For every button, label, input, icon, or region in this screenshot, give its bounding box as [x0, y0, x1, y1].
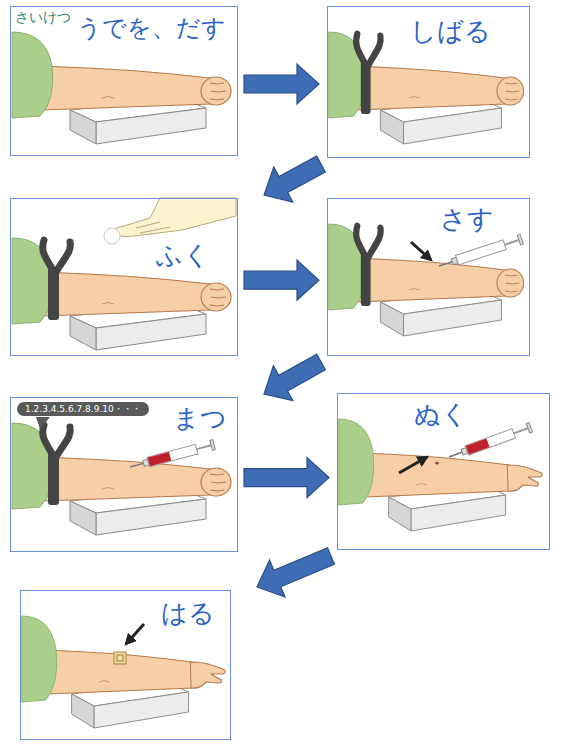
step-panel: ぬく — [337, 393, 550, 550]
cotton — [104, 228, 120, 244]
arm-illustration — [12, 417, 231, 535]
arm-illustration — [117, 655, 123, 661]
flow-arrow — [264, 354, 325, 401]
step-label: ぬく — [414, 400, 468, 430]
pointer-arrow — [399, 457, 427, 473]
gloved-hand — [114, 198, 236, 237]
step-panel: さす — [327, 198, 530, 356]
arm-illustration — [12, 32, 231, 144]
speech-bubble: 1.2.3.4.5.6.7.8.9.10・・・ — [17, 402, 149, 416]
flow-arrow — [244, 64, 319, 104]
syringe — [437, 234, 523, 270]
arm-illustration — [12, 238, 231, 350]
arm-illustration — [497, 269, 524, 297]
arm-illustration — [201, 283, 231, 311]
bubble-tail — [36, 417, 50, 429]
syringe — [129, 440, 216, 472]
arm-illustration — [22, 616, 226, 728]
step-label: さす — [440, 205, 494, 235]
flow-arrow — [244, 260, 319, 300]
arm-illustration — [22, 616, 192, 702]
arm-illustration — [329, 224, 524, 336]
arm-illustration — [22, 616, 226, 728]
step-panel: しばる — [327, 6, 530, 158]
arm-illustration — [329, 32, 524, 144]
count-text: 1.2.3.4.5.6.7.8.9.10・・・ — [25, 404, 141, 414]
step-panel: はる — [20, 590, 231, 740]
pointer-arrow — [411, 242, 431, 260]
bandage — [114, 652, 126, 664]
step-label: うでを、だす — [77, 15, 226, 43]
arm-illustration — [190, 662, 225, 688]
flow-arrow — [264, 156, 325, 202]
arm-illustration — [12, 238, 210, 324]
step-label: まつ — [173, 404, 227, 434]
flow-arrow — [257, 548, 334, 597]
arm-illustration — [43, 240, 71, 320]
step-panel: まつ 1.2.3.4.5.6.7.8.9.10・・・ — [10, 397, 238, 552]
arm-illustration — [339, 419, 543, 531]
arm-illustration — [43, 425, 71, 505]
step-label: さいけつ — [15, 9, 71, 25]
arm-illustration — [12, 198, 236, 350]
pointer-arrow — [126, 624, 144, 644]
arm-illustration — [356, 226, 381, 306]
step-label: ふく — [156, 241, 210, 271]
arm-illustration — [201, 468, 231, 496]
step-panel: ふく — [10, 198, 238, 356]
arm-illustration — [339, 419, 543, 531]
arm-illustration — [136, 222, 170, 233]
arm-illustration — [329, 224, 524, 336]
arm-illustration — [339, 419, 509, 505]
arm-illustration — [497, 77, 524, 105]
arm-illustration — [12, 423, 210, 509]
arm-illustration — [435, 461, 438, 464]
step-label: しばる — [410, 17, 491, 47]
arm-illustration — [507, 465, 542, 491]
step-panel: さいけつうでを、だす — [10, 6, 238, 156]
arm-illustration — [356, 34, 381, 114]
arm-illustration — [329, 224, 505, 310]
flow-arrow — [244, 458, 329, 498]
arm-illustration — [12, 32, 210, 118]
step-label: はる — [161, 599, 215, 629]
arm-illustration — [201, 77, 231, 105]
